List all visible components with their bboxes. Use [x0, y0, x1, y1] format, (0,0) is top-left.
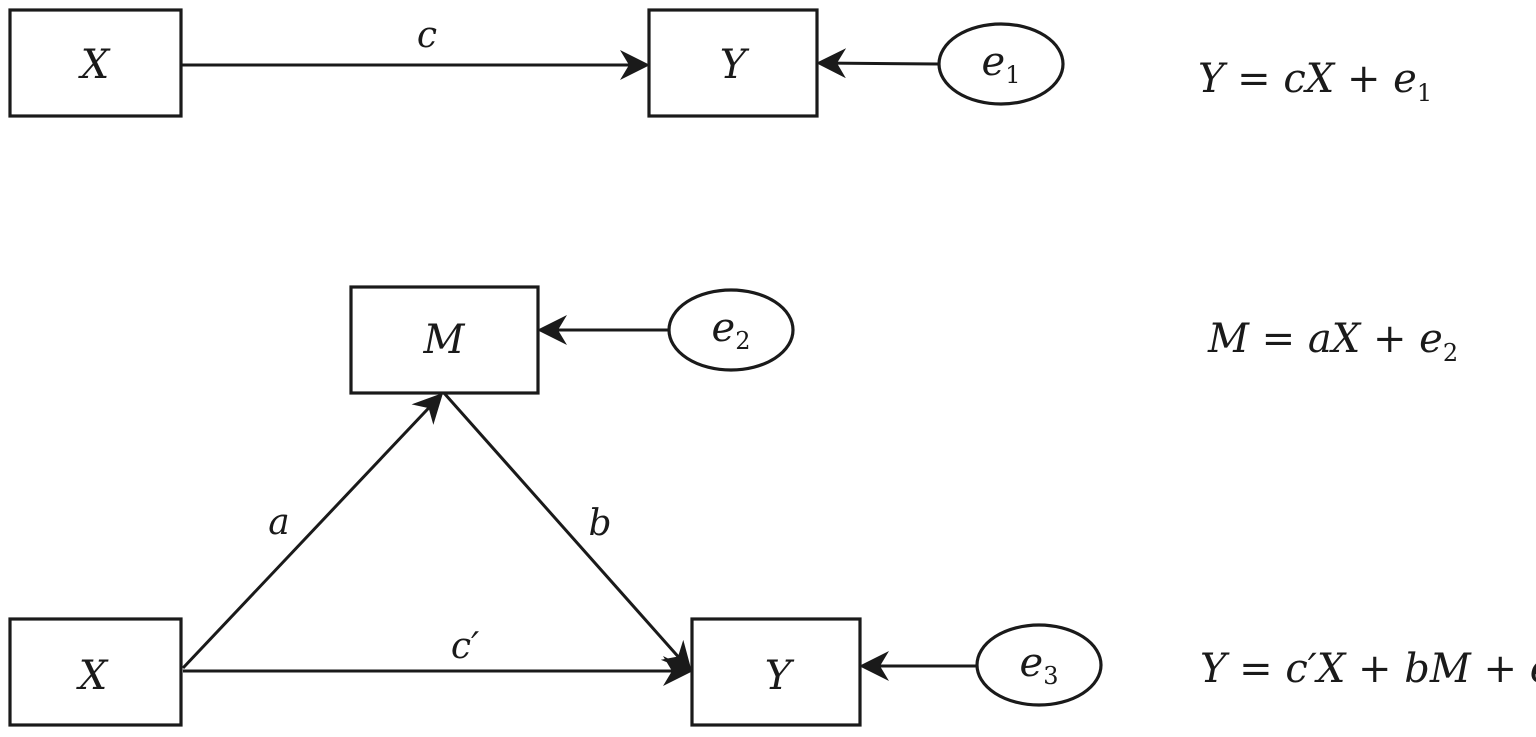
error-e1-label: e1 [982, 39, 1021, 89]
node-x-top [8, 8, 183, 118]
equation-mediator: M = aX + e2 [1207, 316, 1458, 367]
edge-a [181, 392, 444, 670]
mediation-panel: M X Y a b c′ e2 e3 M = aX + e2 Y = c′X +… [8, 285, 1536, 727]
total-effect-panel: X Y c e1 Y = cX + e1 [8, 8, 1432, 118]
equation-outcome: Y = c′X + bM + e3 [1200, 646, 1536, 697]
equation-total: Y = cX + e1 [1198, 56, 1432, 107]
node-x-bottom [8, 617, 183, 727]
node-m-label: M [423, 317, 466, 363]
edge-a-label: a [268, 502, 289, 543]
edge-b [442, 392, 692, 673]
node-y-bottom [690, 617, 862, 727]
edge-e1 [816, 48, 940, 79]
node-y-top-label: Y [720, 42, 750, 88]
edge-c-label: c [417, 15, 437, 56]
error-e2-label: e2 [712, 305, 751, 355]
edge-c-prime-label: c′ [451, 626, 479, 667]
error-e3-label: e3 [1020, 640, 1059, 690]
node-y-top [647, 8, 819, 118]
node-x-top-label: X [78, 42, 111, 88]
edge-b-label: b [588, 503, 611, 544]
node-y-bottom-label: Y [765, 653, 795, 699]
node-x-bottom-label: X [76, 653, 109, 699]
